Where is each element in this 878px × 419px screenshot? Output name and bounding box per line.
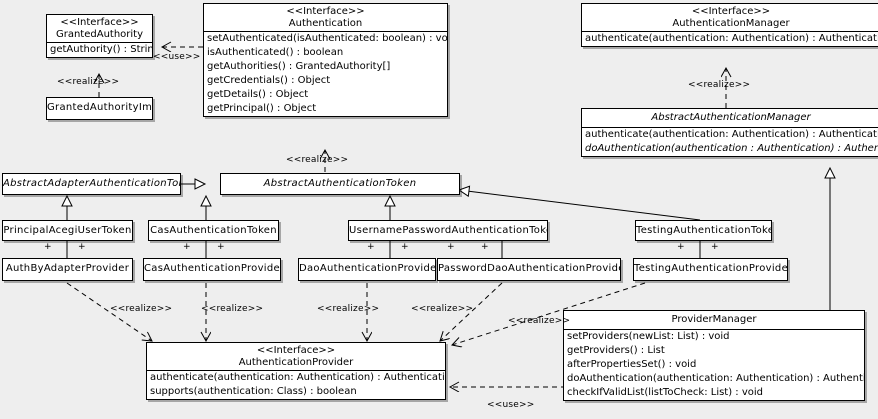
association-end-marker: + bbox=[481, 242, 489, 252]
class-header: <<Interface>> GrantedAuthority bbox=[47, 15, 152, 42]
edge-label-realize-abstract-token: <<realize>> bbox=[286, 155, 349, 165]
class-provider-manager[interactable]: ProviderManager setProviders(newList: Li… bbox=[563, 310, 865, 401]
edge-label-realize-cas-provider: <<realize>> bbox=[201, 304, 264, 314]
class-name: Authentication bbox=[288, 18, 363, 29]
association-end-marker: + bbox=[44, 242, 52, 252]
class-username-password-authentication-token[interactable]: UsernamePasswordAuthenticationToken bbox=[348, 220, 548, 241]
class-name: GrantedAuthority bbox=[55, 29, 144, 40]
method-get-authorities: getAuthorities() : GrantedAuthority[] bbox=[207, 61, 391, 72]
class-name: DaoAuthenticationProvider bbox=[299, 263, 436, 274]
methods-compartment: authenticate(authentication: Authenticat… bbox=[582, 127, 878, 156]
class-granted-authority[interactable]: <<Interface>> GrantedAuthority getAuthor… bbox=[46, 14, 153, 58]
method-authenticate: authenticate(authentication: Authenticat… bbox=[150, 372, 445, 383]
class-testing-authentication-token[interactable]: TestingAuthenticationToken bbox=[635, 220, 772, 241]
method-set-authenticated: setAuthenticated(isAuthenticated: boolea… bbox=[207, 33, 447, 44]
association-end-marker: + bbox=[401, 242, 409, 252]
class-name: CasAuthenticationToken bbox=[150, 225, 277, 236]
method-authenticate: authenticate(authentication: Authenticat… bbox=[585, 129, 878, 140]
edge-label-realize-auth-by-adapter: <<realize>> bbox=[110, 304, 173, 314]
class-name: AuthenticationProvider bbox=[238, 357, 354, 368]
class-granted-authority-impl[interactable]: GrantedAuthorityImpl bbox=[46, 97, 153, 120]
edge-label-use-authentication-granted-authority: <<use>> bbox=[153, 52, 201, 62]
class-name: TestingAuthenticationProvider bbox=[634, 263, 788, 274]
class-abstract-authentication-manager[interactable]: AbstractAuthenticationManager authentica… bbox=[581, 108, 878, 157]
edge-label-realize-testing-provider: <<realize>> bbox=[508, 316, 571, 326]
association-end-marker: + bbox=[217, 242, 225, 252]
class-dao-authentication-provider[interactable]: DaoAuthenticationProvider bbox=[298, 258, 436, 281]
association-end-marker: + bbox=[183, 242, 191, 252]
stereotype-label: <<Interface>> bbox=[60, 17, 139, 28]
class-auth-by-adapter-provider[interactable]: AuthByAdapterProvider bbox=[2, 258, 133, 281]
class-name: CasAuthenticationProvider bbox=[144, 263, 281, 274]
class-header: <<Interface>> Authentication bbox=[204, 4, 447, 31]
method-authenticate: authenticate(authentication: Authenticat… bbox=[585, 33, 878, 44]
association-end-marker: + bbox=[677, 242, 685, 252]
method-get-providers: getProviders() : List bbox=[567, 345, 665, 356]
method-get-details: getDetails() : Object bbox=[207, 89, 309, 100]
class-header: ProviderManager bbox=[564, 311, 864, 329]
class-name: AuthenticationManager bbox=[672, 18, 790, 29]
method-get-authority: getAuthority() : String bbox=[50, 44, 152, 55]
class-cas-authentication-provider[interactable]: CasAuthenticationProvider bbox=[143, 258, 281, 281]
class-authentication-manager[interactable]: <<Interface>> AuthenticationManager auth… bbox=[581, 3, 878, 47]
association-end-marker: + bbox=[367, 242, 375, 252]
class-header: <<Interface>> AuthenticationManager bbox=[582, 4, 878, 31]
class-name: TestingAuthenticationToken bbox=[636, 225, 772, 236]
class-name: AbstractAuthenticationToken bbox=[263, 178, 417, 189]
class-authentication-provider[interactable]: <<Interface>> AuthenticationProvider aut… bbox=[146, 342, 446, 400]
class-name: AbstractAdapterAuthenticationToken bbox=[3, 178, 181, 189]
class-name: UsernamePasswordAuthenticationToken bbox=[349, 225, 548, 236]
methods-compartment: authenticate(authentication: Authenticat… bbox=[582, 31, 878, 46]
method-get-principal: getPrincipal() : Object bbox=[207, 103, 317, 114]
method-after-properties-set: afterPropertiesSet() : void bbox=[567, 359, 697, 370]
stereotype-label: <<Interface>> bbox=[691, 6, 771, 17]
class-header: <<Interface>> AuthenticationProvider bbox=[147, 343, 445, 370]
stereotype-label: <<Interface>> bbox=[256, 345, 336, 356]
edge-label-realize-abstract-manager: <<realize>> bbox=[688, 80, 751, 90]
class-name: GrantedAuthorityImpl bbox=[47, 102, 153, 113]
class-password-dao-authentication-provider[interactable]: PasswordDaoAuthenticationProvider bbox=[437, 258, 621, 281]
edge-label-use-provider-manager: <<use>> bbox=[487, 400, 535, 410]
method-check-if-valid-list: checkIfValidList(listToCheck: List) : vo… bbox=[567, 387, 764, 398]
class-name: AuthByAdapterProvider bbox=[5, 263, 130, 274]
stereotype-label: <<Interface>> bbox=[286, 6, 365, 17]
class-header: AbstractAuthenticationManager bbox=[582, 109, 878, 127]
edge-label-realize-password-dao-provider: <<realize>> bbox=[411, 304, 474, 314]
methods-compartment: setProviders(newList: List) : void getPr… bbox=[564, 329, 864, 400]
class-cas-authentication-token[interactable]: CasAuthenticationToken bbox=[148, 220, 279, 241]
method-is-authenticated: isAuthenticated() : boolean bbox=[207, 47, 344, 58]
class-authentication[interactable]: <<Interface>> Authentication setAuthenti… bbox=[203, 3, 448, 117]
class-name: PasswordDaoAuthenticationProvider bbox=[438, 263, 621, 274]
association-end-marker: + bbox=[447, 242, 455, 252]
edge-label-realize-dao-provider: <<realize>> bbox=[317, 304, 380, 314]
class-name: PrincipalAcegiUserToken bbox=[3, 225, 132, 236]
method-set-providers: setProviders(newList: List) : void bbox=[567, 331, 730, 342]
association-end-marker: + bbox=[78, 242, 86, 252]
methods-compartment: getAuthority() : String bbox=[47, 42, 152, 57]
methods-compartment: authenticate(authentication: Authenticat… bbox=[147, 370, 445, 399]
class-testing-authentication-provider[interactable]: TestingAuthenticationProvider bbox=[633, 258, 788, 281]
class-name: AbstractAuthenticationManager bbox=[651, 112, 811, 123]
class-abstract-adapter-authentication-token[interactable]: AbstractAdapterAuthenticationToken bbox=[2, 173, 181, 195]
method-supports: supports(authentication: Class) : boolea… bbox=[150, 386, 357, 397]
class-name: ProviderManager bbox=[671, 314, 757, 325]
methods-compartment: setAuthenticated(isAuthenticated: boolea… bbox=[204, 31, 447, 116]
method-do-authentication: doAuthentication(authentication : Authen… bbox=[585, 143, 878, 154]
method-get-credentials: getCredentials() : Object bbox=[207, 75, 331, 86]
class-principal-acegi-user-token[interactable]: PrincipalAcegiUserToken bbox=[2, 220, 133, 241]
edge-label-realize-granted-authority-impl: <<realize>> bbox=[57, 77, 120, 87]
association-end-marker: + bbox=[711, 242, 719, 252]
method-do-authentication: doAuthentication(authentication: Authent… bbox=[567, 373, 864, 384]
class-abstract-authentication-token[interactable]: AbstractAuthenticationToken bbox=[220, 173, 460, 195]
